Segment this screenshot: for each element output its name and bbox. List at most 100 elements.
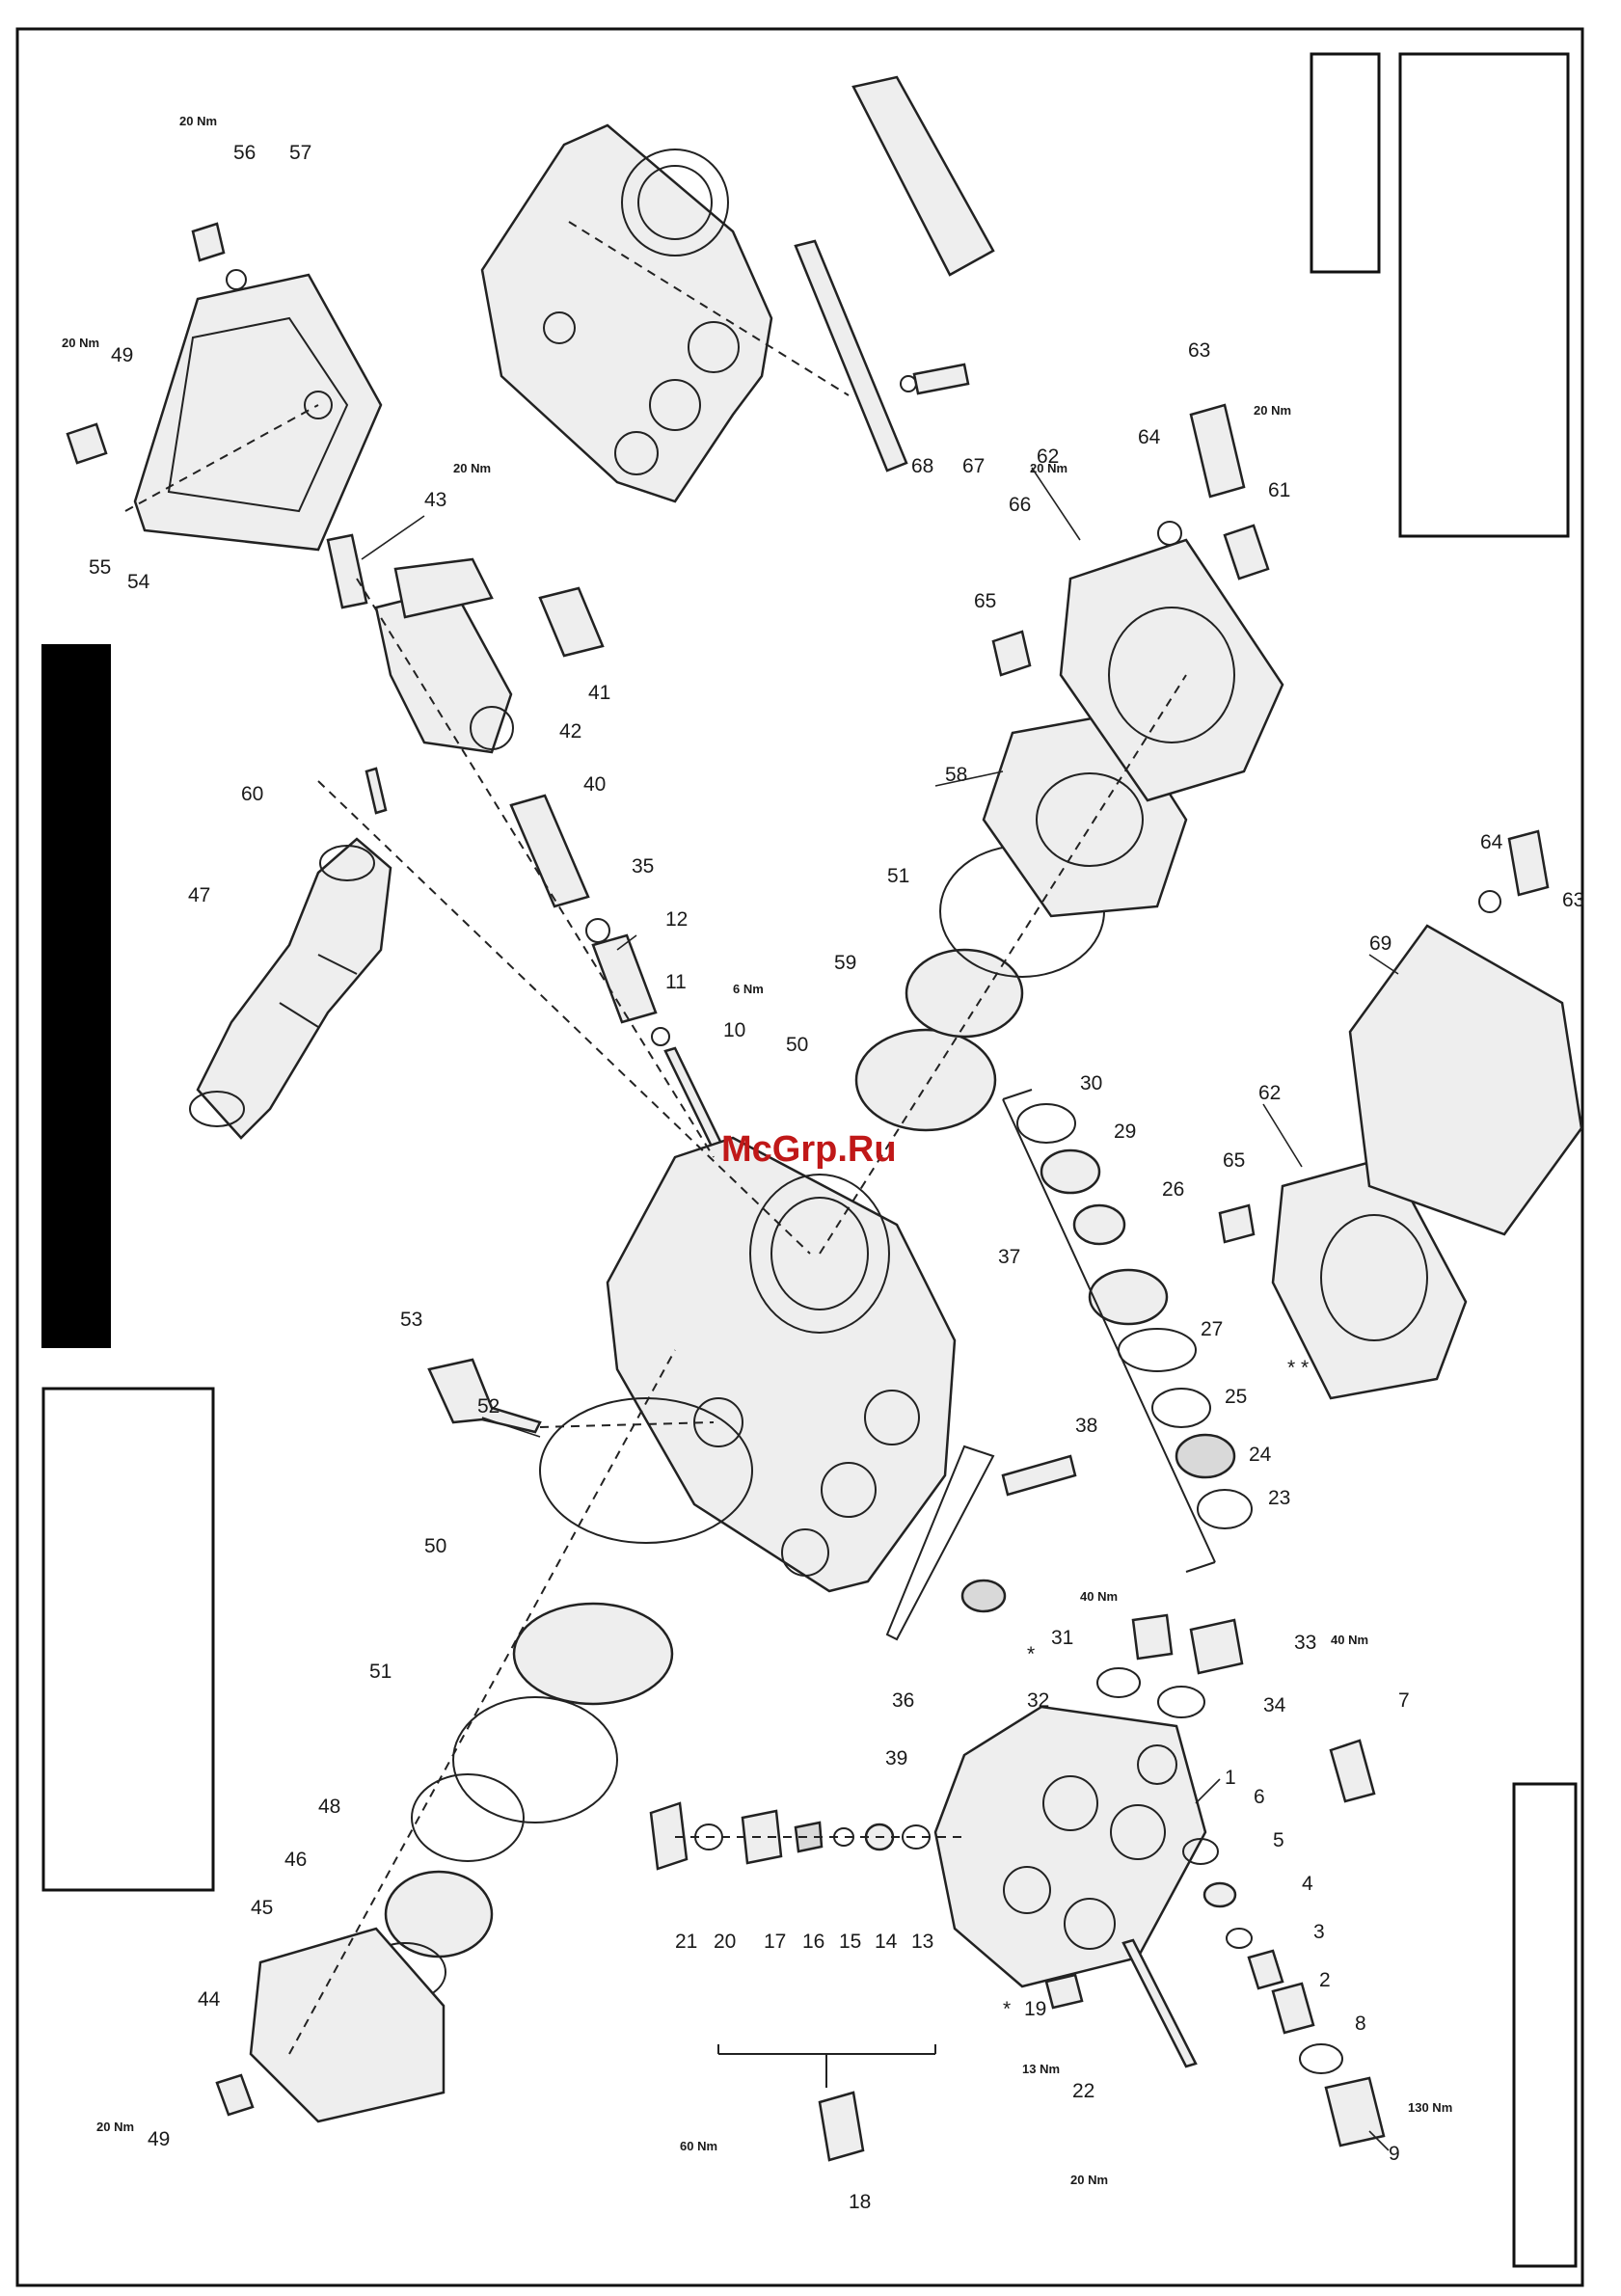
oring-57 <box>226 269 247 290</box>
callout-36: 36 <box>892 1689 914 1712</box>
flange-58-bore <box>1036 772 1144 867</box>
torque-49-top: 20 Nm <box>62 336 99 350</box>
callout-56: 56 <box>233 142 256 164</box>
callout-55: 55 <box>89 556 111 579</box>
screw-43 <box>326 533 368 609</box>
oring-51-left <box>452 1696 618 1823</box>
callout-69: 69 <box>1369 932 1391 955</box>
callout-39: 39 <box>885 1747 907 1769</box>
callout-51-right: 51 <box>887 865 909 887</box>
mounting-rail <box>851 75 995 277</box>
spring-3 <box>1247 1949 1284 1990</box>
callout-7: 7 <box>1398 1689 1410 1712</box>
callout-65-bottom: 65 <box>1223 1149 1245 1172</box>
leader-lines <box>361 467 1399 2151</box>
manifold-1 <box>933 1705 1207 1988</box>
dipstick-53 <box>427 1358 542 1434</box>
callout-19: 19 <box>1024 1998 1046 2020</box>
gasket-52 <box>539 1397 753 1544</box>
torque-33: 40 Nm <box>1331 1633 1368 1647</box>
watermark: McGrp.Ru <box>721 1129 897 1170</box>
callout-45: 45 <box>251 1897 273 1919</box>
callout-23: 23 <box>1268 1487 1290 1509</box>
adapter-62-top <box>1059 538 1284 802</box>
rear-cover-54 <box>133 273 383 552</box>
header-box-small <box>1310 52 1381 274</box>
ring-26 <box>1072 1203 1126 1246</box>
callout-49-top: 49 <box>111 344 133 366</box>
flange-44 <box>249 1927 446 2123</box>
callout-35: 35 <box>632 855 654 878</box>
callout-41: 41 <box>588 682 610 704</box>
axis-shaft <box>317 780 811 1255</box>
torque-21: 60 Nm <box>680 2139 717 2153</box>
plug-56 <box>191 222 226 262</box>
callout-3: 3 <box>1313 1921 1325 1943</box>
callout-34: 34 <box>1263 1694 1286 1716</box>
callout-43: 43 <box>424 489 446 511</box>
plug-65-top <box>991 630 1032 677</box>
callout-1: 1 <box>1225 1767 1236 1789</box>
gasket-38 <box>1001 1454 1077 1497</box>
callout-67: 67 <box>962 455 985 477</box>
oring-32 <box>1096 1667 1141 1698</box>
plug-31 <box>1131 1613 1174 1661</box>
callout-64-bottom: 64 <box>1480 831 1503 853</box>
part-callouts: 1 2 3 4 5 6 7 8 9 10 11 12 13 14 15 16 1… <box>89 142 1584 2213</box>
washer-35 <box>585 918 610 943</box>
seal-39 <box>960 1579 1007 1613</box>
axis-cover <box>124 404 319 512</box>
callout-30: 30 <box>1080 1072 1102 1094</box>
callout-60: 60 <box>241 783 263 805</box>
callout-38: 38 <box>1075 1415 1097 1437</box>
axis-right-stack <box>819 674 1187 1255</box>
callout-18: 18 <box>849 2191 871 2213</box>
screw-49-top <box>66 422 108 465</box>
mounting-bracket-68 <box>794 239 908 473</box>
callout-17: 17 <box>764 1931 786 1953</box>
callout-68: 68 <box>911 455 933 477</box>
callout-32: 32 <box>1027 1689 1049 1712</box>
oring-8 <box>1299 2043 1343 2074</box>
oring-27 <box>1118 1328 1197 1372</box>
callout-57: 57 <box>289 142 311 164</box>
callout-12: 12 <box>665 908 688 931</box>
adapter-62-bottom-bore <box>1320 1214 1428 1341</box>
oring-6 <box>1182 1838 1219 1865</box>
callout-40: 40 <box>583 773 606 796</box>
oring-34 <box>1157 1686 1205 1718</box>
torque-10: 6 Nm <box>733 982 764 996</box>
callout-26: 26 <box>1162 1178 1184 1201</box>
motor-69 <box>1348 924 1583 1236</box>
plunger-guide-40 <box>509 794 590 908</box>
marker-dstar-24: * * <box>1287 1357 1309 1379</box>
callout-51-left: 51 <box>369 1661 392 1683</box>
screw-63-top <box>1189 403 1246 499</box>
torque-49-bottom: 20 Nm <box>96 2120 134 2134</box>
ring-4 <box>1226 1928 1253 1949</box>
seal-29 <box>1040 1148 1101 1195</box>
crankcase-upper-view <box>480 123 773 503</box>
plunger-12 <box>591 933 658 1024</box>
connecting-rod-42 <box>374 557 514 754</box>
callout-16: 16 <box>802 1931 824 1953</box>
plug-19 <box>1044 1973 1084 2010</box>
kit-bracket-seals <box>1002 1089 1216 1573</box>
callout-25: 25 <box>1225 1386 1247 1408</box>
callout-29: 29 <box>1114 1121 1136 1143</box>
torque-43: 20 Nm <box>453 461 491 475</box>
callout-62-top: 62 <box>1037 446 1059 468</box>
callout-9: 9 <box>1389 2143 1400 2165</box>
valve-7 <box>1329 1739 1376 1803</box>
callout-15: 15 <box>839 1931 861 1953</box>
ring-23 <box>1197 1489 1253 1529</box>
plug-33 <box>1189 1618 1244 1675</box>
adapter-62-top-bore <box>1108 607 1235 743</box>
callout-53: 53 <box>400 1309 422 1331</box>
callout-4: 4 <box>1302 1873 1313 1895</box>
notes-box-right <box>1512 1782 1578 2268</box>
callout-33: 33 <box>1294 1632 1316 1654</box>
washer-5 <box>1202 1881 1237 1908</box>
crankcase-37 <box>606 1136 957 1593</box>
